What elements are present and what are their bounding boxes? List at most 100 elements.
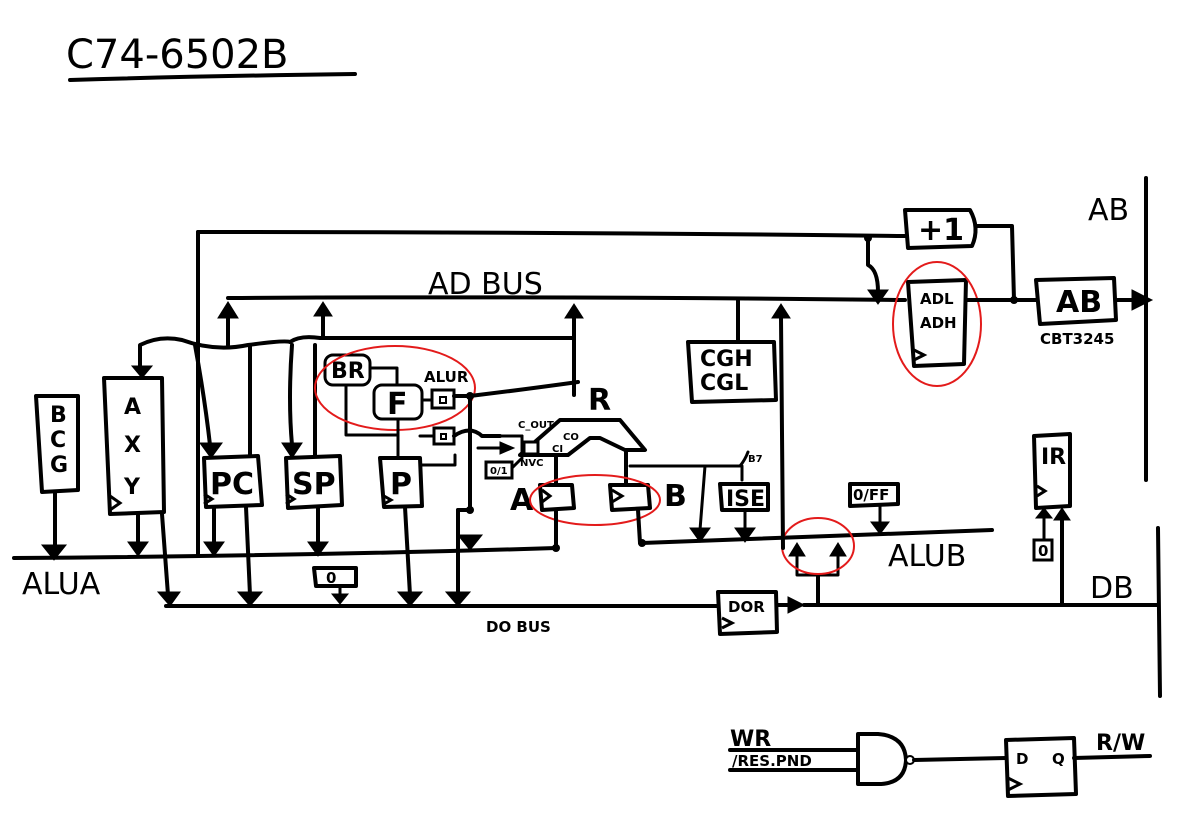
clock-icon	[1007, 776, 1024, 792]
bcg-register	[34, 394, 80, 494]
alur-latch	[430, 388, 456, 410]
alub-bus-line	[640, 528, 994, 545]
arrow-icon	[307, 541, 329, 557]
top-to-adl-wire	[866, 236, 880, 294]
alua-bus-line	[12, 546, 558, 560]
wire	[779, 316, 785, 550]
ab-buffer	[1034, 276, 1118, 326]
cgl-label: CGL	[700, 371, 748, 396]
diagram-title: C74-6502B	[66, 32, 289, 78]
arrow-icon	[867, 289, 889, 305]
and-gate	[856, 732, 908, 786]
do-bus-label: DO BUS	[486, 618, 551, 636]
alu-result-label: R	[588, 383, 611, 418]
rw-output-label: R/W	[1096, 731, 1145, 756]
sp-label: SP	[292, 467, 336, 502]
db-label: DB	[1090, 571, 1134, 606]
ab-chip-label: CBT3245	[1040, 330, 1114, 348]
cgh-label: CGH	[700, 347, 753, 372]
wire	[974, 224, 1016, 302]
wire	[510, 456, 524, 470]
pc-in-wire	[193, 343, 212, 447]
arrow-icon	[330, 593, 350, 605]
wire	[368, 366, 399, 387]
arrow-icon	[787, 596, 806, 614]
bus-feed-wire	[138, 335, 576, 370]
p-register	[378, 456, 424, 509]
zero-const	[312, 566, 358, 588]
arrow-icon	[456, 534, 484, 551]
ise-block	[718, 482, 770, 512]
clock-icon	[541, 488, 553, 504]
ir-zero-label: 0	[1038, 542, 1048, 560]
top-wire	[196, 230, 907, 238]
bcg-label-c: C	[50, 428, 66, 453]
bcg-label-b: B	[50, 403, 67, 428]
arrow-icon	[1131, 289, 1154, 311]
p-label: P	[390, 467, 412, 502]
wire	[344, 383, 400, 437]
title-underline	[68, 72, 357, 82]
clock-icon	[203, 492, 215, 506]
zero-one-select	[484, 460, 514, 480]
co-label: CO	[563, 432, 579, 443]
latch-icon	[440, 433, 447, 440]
res-pnd-input-label: /RES.PND	[732, 752, 812, 770]
arrow-icon	[444, 591, 472, 607]
carry-latch	[432, 426, 456, 446]
b7-label: B7	[748, 454, 763, 465]
highlight-ellipse	[781, 517, 855, 575]
arrow-icon	[127, 541, 149, 557]
axy-label-a: A	[124, 395, 141, 420]
arrow-icon	[829, 542, 847, 557]
arrow-icon	[40, 544, 68, 561]
sp-in-wire	[288, 343, 294, 447]
wire	[1072, 754, 1152, 760]
alub-label: ALUB	[888, 539, 966, 574]
wire	[244, 505, 252, 597]
alu-b-latch	[608, 483, 652, 512]
arrow-icon	[870, 521, 890, 535]
db-bus-line	[1156, 526, 1162, 698]
pc-register	[202, 454, 264, 509]
highlight-ellipse	[892, 261, 982, 387]
ad-bus-label: AD BUS	[428, 267, 543, 302]
increment-block	[903, 208, 978, 250]
alur-out-wire	[468, 380, 580, 398]
sp-register	[284, 454, 344, 510]
arrow-icon	[771, 303, 791, 319]
arrow-icon	[156, 591, 181, 607]
ff-d-label: D	[1016, 750, 1028, 768]
arrow-icon	[396, 591, 424, 607]
carry-in-latch	[522, 440, 540, 456]
ci-label: CI	[552, 444, 563, 455]
pc-label: PC	[210, 467, 254, 502]
alur-label: ALUR	[424, 368, 469, 386]
ff-q-label: Q	[1052, 750, 1065, 768]
arrow-icon	[564, 303, 584, 319]
zero-one-label: 0/1	[490, 466, 508, 477]
axy-label-y: Y	[123, 475, 141, 500]
cout-label: C_OUT	[518, 420, 554, 431]
ir-label: IR	[1041, 445, 1066, 470]
arrow-icon	[1034, 507, 1054, 519]
axy-register	[102, 376, 166, 516]
wire	[698, 464, 707, 532]
axy-label-x: X	[124, 433, 141, 458]
arrow-icon	[217, 301, 239, 319]
arrow-icon	[203, 541, 225, 557]
adh-label: ADH	[920, 314, 957, 332]
wire	[418, 453, 457, 467]
clock-icon	[913, 348, 928, 362]
ise-label: ISE	[726, 487, 765, 512]
highlight-ellipse	[529, 474, 661, 526]
wire	[628, 450, 750, 468]
arrow-icon	[499, 441, 516, 455]
arrow-icon	[689, 527, 711, 543]
rw-flip-flop	[1004, 736, 1078, 798]
zero-ff-const	[848, 482, 900, 508]
arrow-icon	[313, 301, 333, 317]
dor-label: DOR	[728, 598, 765, 616]
nvc-label: NVC	[520, 458, 543, 469]
